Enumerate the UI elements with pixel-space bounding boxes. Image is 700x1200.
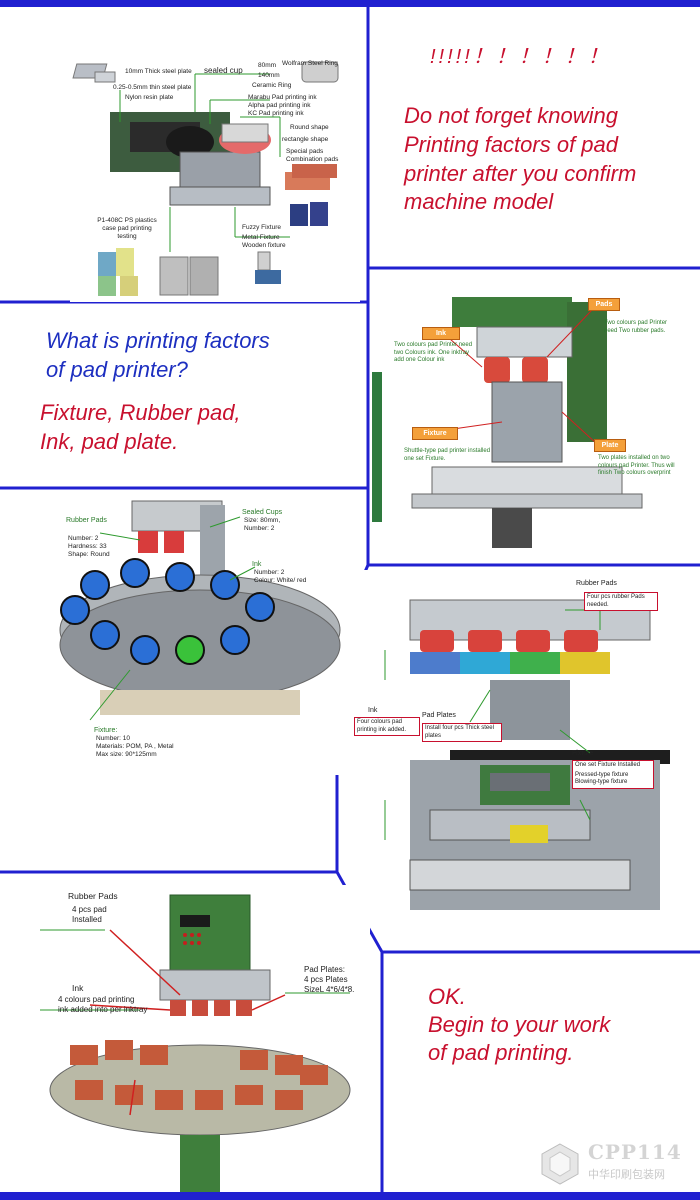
question-line-1: What is printing factors (46, 328, 270, 353)
special-pads-label: Special pads (286, 148, 324, 155)
size-140-label: 140mm (258, 72, 280, 79)
top-border-band (0, 0, 700, 7)
fixture-number: Number: 10 (96, 735, 130, 742)
rubber-pads-hardness: Hardness: 33 (68, 543, 107, 550)
alpha-ink-label: Alpha pad printing ink (248, 102, 311, 109)
fixture-note-line-1: One set Fixture Installed (575, 762, 641, 768)
rubber-pads-note: Four pcs rubber Pads needed. (584, 592, 658, 611)
fixture-materials: Materials: POM, PA , Metal (96, 743, 174, 750)
kc-ink-label: KC Pad printing ink (248, 110, 304, 117)
size-80-label: 80mm (258, 62, 277, 69)
ink-title: Ink (252, 561, 262, 568)
fixture-max-size: Max size: 90*125mm (96, 751, 157, 758)
exclamation-marks: !!!!!！！！！！！ (430, 46, 611, 68)
fixture-note: Shuttle-type pad printer installed one s… (404, 448, 491, 462)
six-rubber-pads-title: Rubber Pads (576, 580, 617, 587)
closing-line-2: Begin to your work (428, 1012, 611, 1037)
fixture-tag: Fixture (412, 427, 458, 440)
answer-line-2: Ink, pad plate. (40, 429, 179, 454)
ink-tag: Ink (422, 327, 460, 340)
fixture-title: Fixture: (94, 727, 118, 734)
six-ink-title: Ink (368, 707, 378, 714)
watermark: CPP114 中华印刷包装网 (540, 1138, 698, 1190)
shuttle-printer-illustration (30, 885, 370, 1192)
ink-colour: Colour: White/ red (254, 577, 307, 584)
marabu-ink-label: Marabu Pad printing ink (248, 94, 317, 101)
accessories-illustration (70, 52, 360, 302)
sealed-cup-label: sealed cup (204, 66, 243, 75)
rubber-pads-number: Number: 2 (68, 535, 99, 542)
closing-line-3: of pad printing. (428, 1040, 574, 1065)
closing-line-1: OK. (428, 984, 466, 1009)
rectangle-shape-label: rectangle shape (282, 136, 329, 143)
seven-rubber-pads-title: Rubber Pads (68, 891, 118, 901)
bottom-border-band (0, 1192, 700, 1200)
rubber-pads-installed: Installed (72, 915, 102, 924)
fuzzy-fixture-label: Fuzzy Fixture (242, 224, 282, 231)
ink-colours: 4 colours pad printing (58, 995, 135, 1004)
wooden-fixture-label: Wooden fixture (242, 242, 286, 249)
pads-tag: Pads (588, 298, 620, 311)
rotary-printer-photo: Rubber Pads Number: 2 Hardness: 33 Shape… (40, 495, 360, 775)
question-line-2: of pad printer? (46, 357, 188, 382)
fixture-note: One set Fixture Installed Pressed-type f… (572, 760, 654, 789)
accessories-diagram: 10mm Thick steel plate 0.25-0.5mm thin s… (70, 52, 360, 302)
reminder-line-2: Printing factors of pad (404, 132, 619, 157)
reminder-line-4: machine model (404, 189, 554, 214)
pads-note: Two colours pad Printer need Two rubber … (604, 320, 668, 334)
combination-pads-label: Combination pads (286, 156, 339, 163)
shuttle-printer-photo: Rubber Pads 4 pcs pad Installed Ink 4 co… (30, 885, 370, 1192)
two-colour-printer-photo: Ink Two colours pad Printer need two Col… (372, 272, 698, 562)
four-colour-machine-illustration (350, 570, 698, 915)
watermark-chinese: 中华印刷包装网 (588, 1168, 665, 1181)
answer-line-1: Fixture, Rubber pad, (40, 400, 241, 425)
nylon-plate-label: Nylon resin plate (125, 94, 174, 101)
plate-tag: Plate (594, 439, 626, 452)
machine-caption: P1-408C PS plastics case pad printing te… (97, 217, 157, 240)
round-shape-label: Round shape (290, 124, 329, 131)
ink-number: Number: 2 (254, 569, 285, 576)
ink-note: Two colours pad Printer need two Colours… (394, 342, 473, 363)
rotary-printer-illustration (40, 495, 360, 775)
ceramic-ring-label: Ceramic Ring (252, 82, 292, 89)
pad-plates-quantity: 4 pcs Plates (304, 975, 348, 984)
ink-tray: ink added into per inktray (58, 1005, 148, 1014)
rubber-pads-quantity: 4 pcs pad (72, 905, 107, 914)
six-fixture-title: Fixture (572, 750, 594, 757)
four-colour-machine-photo: Rubber Pads Four pcs rubber Pads needed.… (350, 570, 698, 915)
thin-steel-plate-label: 0.25-0.5mm thin steel plate (113, 84, 192, 91)
watermark-brand: CPP114 (588, 1140, 682, 1164)
rubber-pads-title: Rubber Pads (66, 517, 107, 524)
reminder-line-1: Do not forget knowing (404, 103, 619, 128)
fixture-note-line-2: Pressed-type fixture Blowing-type fixtur… (575, 771, 629, 786)
reminder-line-3: printer after you confirm (404, 161, 637, 186)
pad-plates-note: Install four pcs Thick steel plates (422, 723, 502, 742)
sealed-cups-number: Number: 2 (244, 525, 275, 532)
ink-note: Four colours pad printing ink added. (354, 717, 420, 736)
plate-note: Two plates installed on two colours pad … (598, 455, 675, 476)
wolfram-ring-label: Wolfram Steel Ring (282, 60, 338, 67)
steel-plate-label: 10mm Thick steel plate (125, 68, 192, 75)
watermark-logo-icon (541, 1143, 579, 1185)
sealed-cups-title: Sealed Cups (242, 509, 283, 516)
pad-plates-size: SizeL 4*6/4*8. (304, 985, 355, 994)
seven-ink-title: Ink (72, 983, 84, 993)
pad-plates-title: Pad Plates (422, 712, 456, 719)
metal-fixture-label: Metal Fixture (242, 234, 280, 241)
pad-plates-heading: Pad Plates: (304, 965, 345, 974)
two-colour-printer-illustration (372, 272, 698, 562)
rubber-pads-shape: Shape: Round (68, 551, 110, 558)
sealed-cups-size: Size: 80mm, (244, 517, 281, 524)
